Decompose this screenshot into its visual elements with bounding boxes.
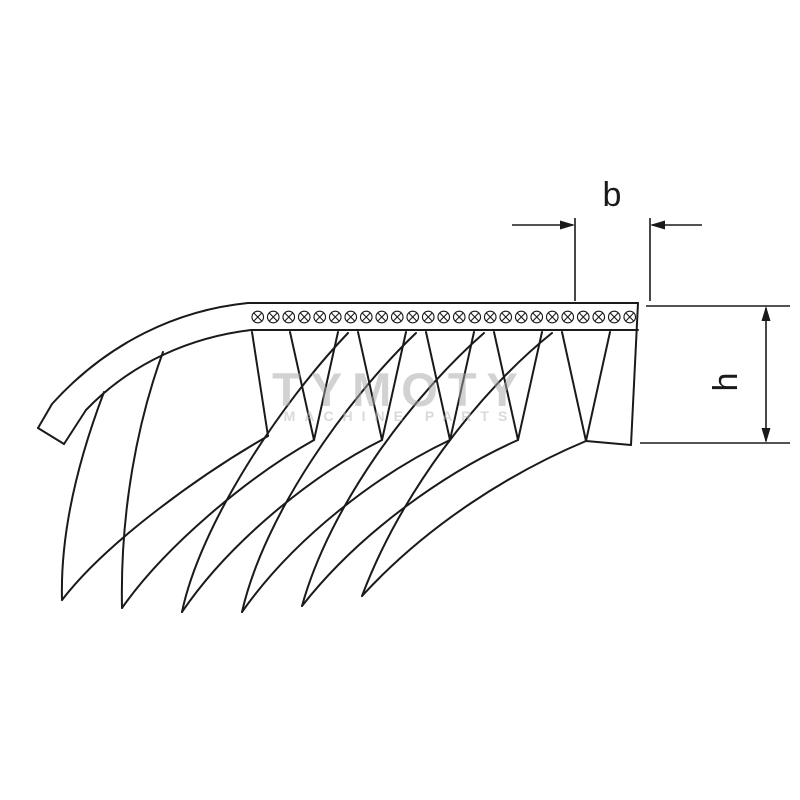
arrow-left-icon: [650, 220, 665, 230]
dim-b-label: b: [603, 176, 622, 214]
cord-band-fill: [250, 305, 637, 329]
groove-curve-3: [241, 332, 417, 613]
face-right-edge: [630, 302, 639, 446]
groove-curve-4: [301, 332, 485, 607]
band-end-edge: [37, 427, 65, 445]
rib-ridge-curve-3: [241, 439, 451, 613]
rib-ridge-curve-5: [361, 440, 587, 597]
rib-ridge-curve-0: [61, 435, 269, 601]
arrow-up-icon: [761, 306, 771, 321]
rib0-partial-flank: [251, 331, 269, 437]
dimension-b: [512, 218, 702, 301]
groove-curve-5: [361, 332, 553, 597]
belt-body: [37, 302, 639, 613]
band-outer-sweep: [37, 302, 249, 429]
groove-curve-0: [60, 391, 105, 601]
groove-curve-2: [181, 332, 349, 613]
front-rib-5: [561, 331, 611, 442]
arrow-down-icon: [761, 428, 771, 443]
face-bottom-right: [585, 440, 632, 446]
front-rib-1: [289, 331, 339, 441]
groove-curve-1: [120, 351, 164, 609]
dimension-h: [640, 305, 790, 444]
arrow-right-icon: [560, 220, 575, 230]
dim-h-label: h: [707, 373, 745, 392]
rib-ridge-curve-2: [181, 439, 383, 613]
band-inner-sweep: [63, 329, 252, 445]
rib-ridge-curve-1: [121, 439, 315, 609]
